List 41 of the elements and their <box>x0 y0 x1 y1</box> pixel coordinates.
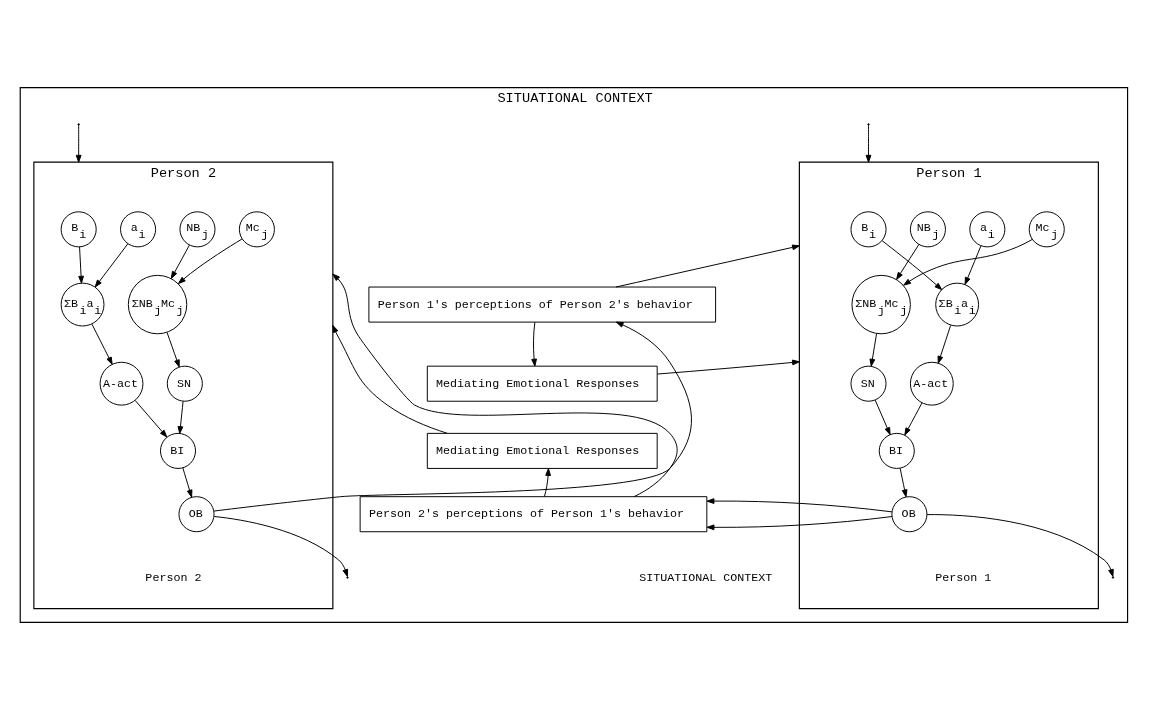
arrow <box>332 324 448 434</box>
arrow <box>531 321 537 367</box>
node-circle: BI <box>878 432 915 469</box>
arrow <box>904 402 923 436</box>
arrow <box>94 243 129 288</box>
arrow <box>213 516 349 577</box>
arrow <box>899 467 908 498</box>
arrow <box>881 240 943 291</box>
node-box: Person 2's perceptions of Person 1's behavior <box>359 496 708 533</box>
arrow <box>656 359 800 375</box>
node-circle: OB <box>891 496 928 533</box>
node-circle: BI <box>160 432 196 469</box>
arrow <box>706 498 893 531</box>
arrow <box>78 246 84 284</box>
arrow <box>903 238 1033 286</box>
node-box: Mediating Emotional Responses <box>426 432 658 469</box>
node-circle: SN <box>166 365 203 402</box>
arrow <box>213 321 692 512</box>
node-circle: A-act <box>99 361 144 406</box>
arrow <box>869 333 877 367</box>
arrow <box>177 401 184 434</box>
arrow <box>75 124 82 163</box>
arrow <box>178 238 243 285</box>
node-circle: A-act <box>909 361 954 406</box>
arrow <box>332 273 678 498</box>
arrow <box>615 244 800 288</box>
arrow <box>182 467 193 498</box>
node-box: Person 1's perceptions of Person 2's behavior <box>368 286 717 323</box>
arrow <box>964 245 982 285</box>
node-circle: OB <box>178 496 215 533</box>
arrow <box>166 332 180 368</box>
arrow <box>874 399 891 436</box>
arrow <box>170 244 190 279</box>
arrow <box>937 324 952 364</box>
node-box: Mediating Emotional Responses <box>426 365 658 402</box>
arrow <box>896 243 920 280</box>
arrow <box>865 124 872 163</box>
arrow <box>134 400 168 438</box>
arrow <box>91 323 113 365</box>
node-circle: SN <box>850 365 887 402</box>
arrow <box>543 468 551 497</box>
